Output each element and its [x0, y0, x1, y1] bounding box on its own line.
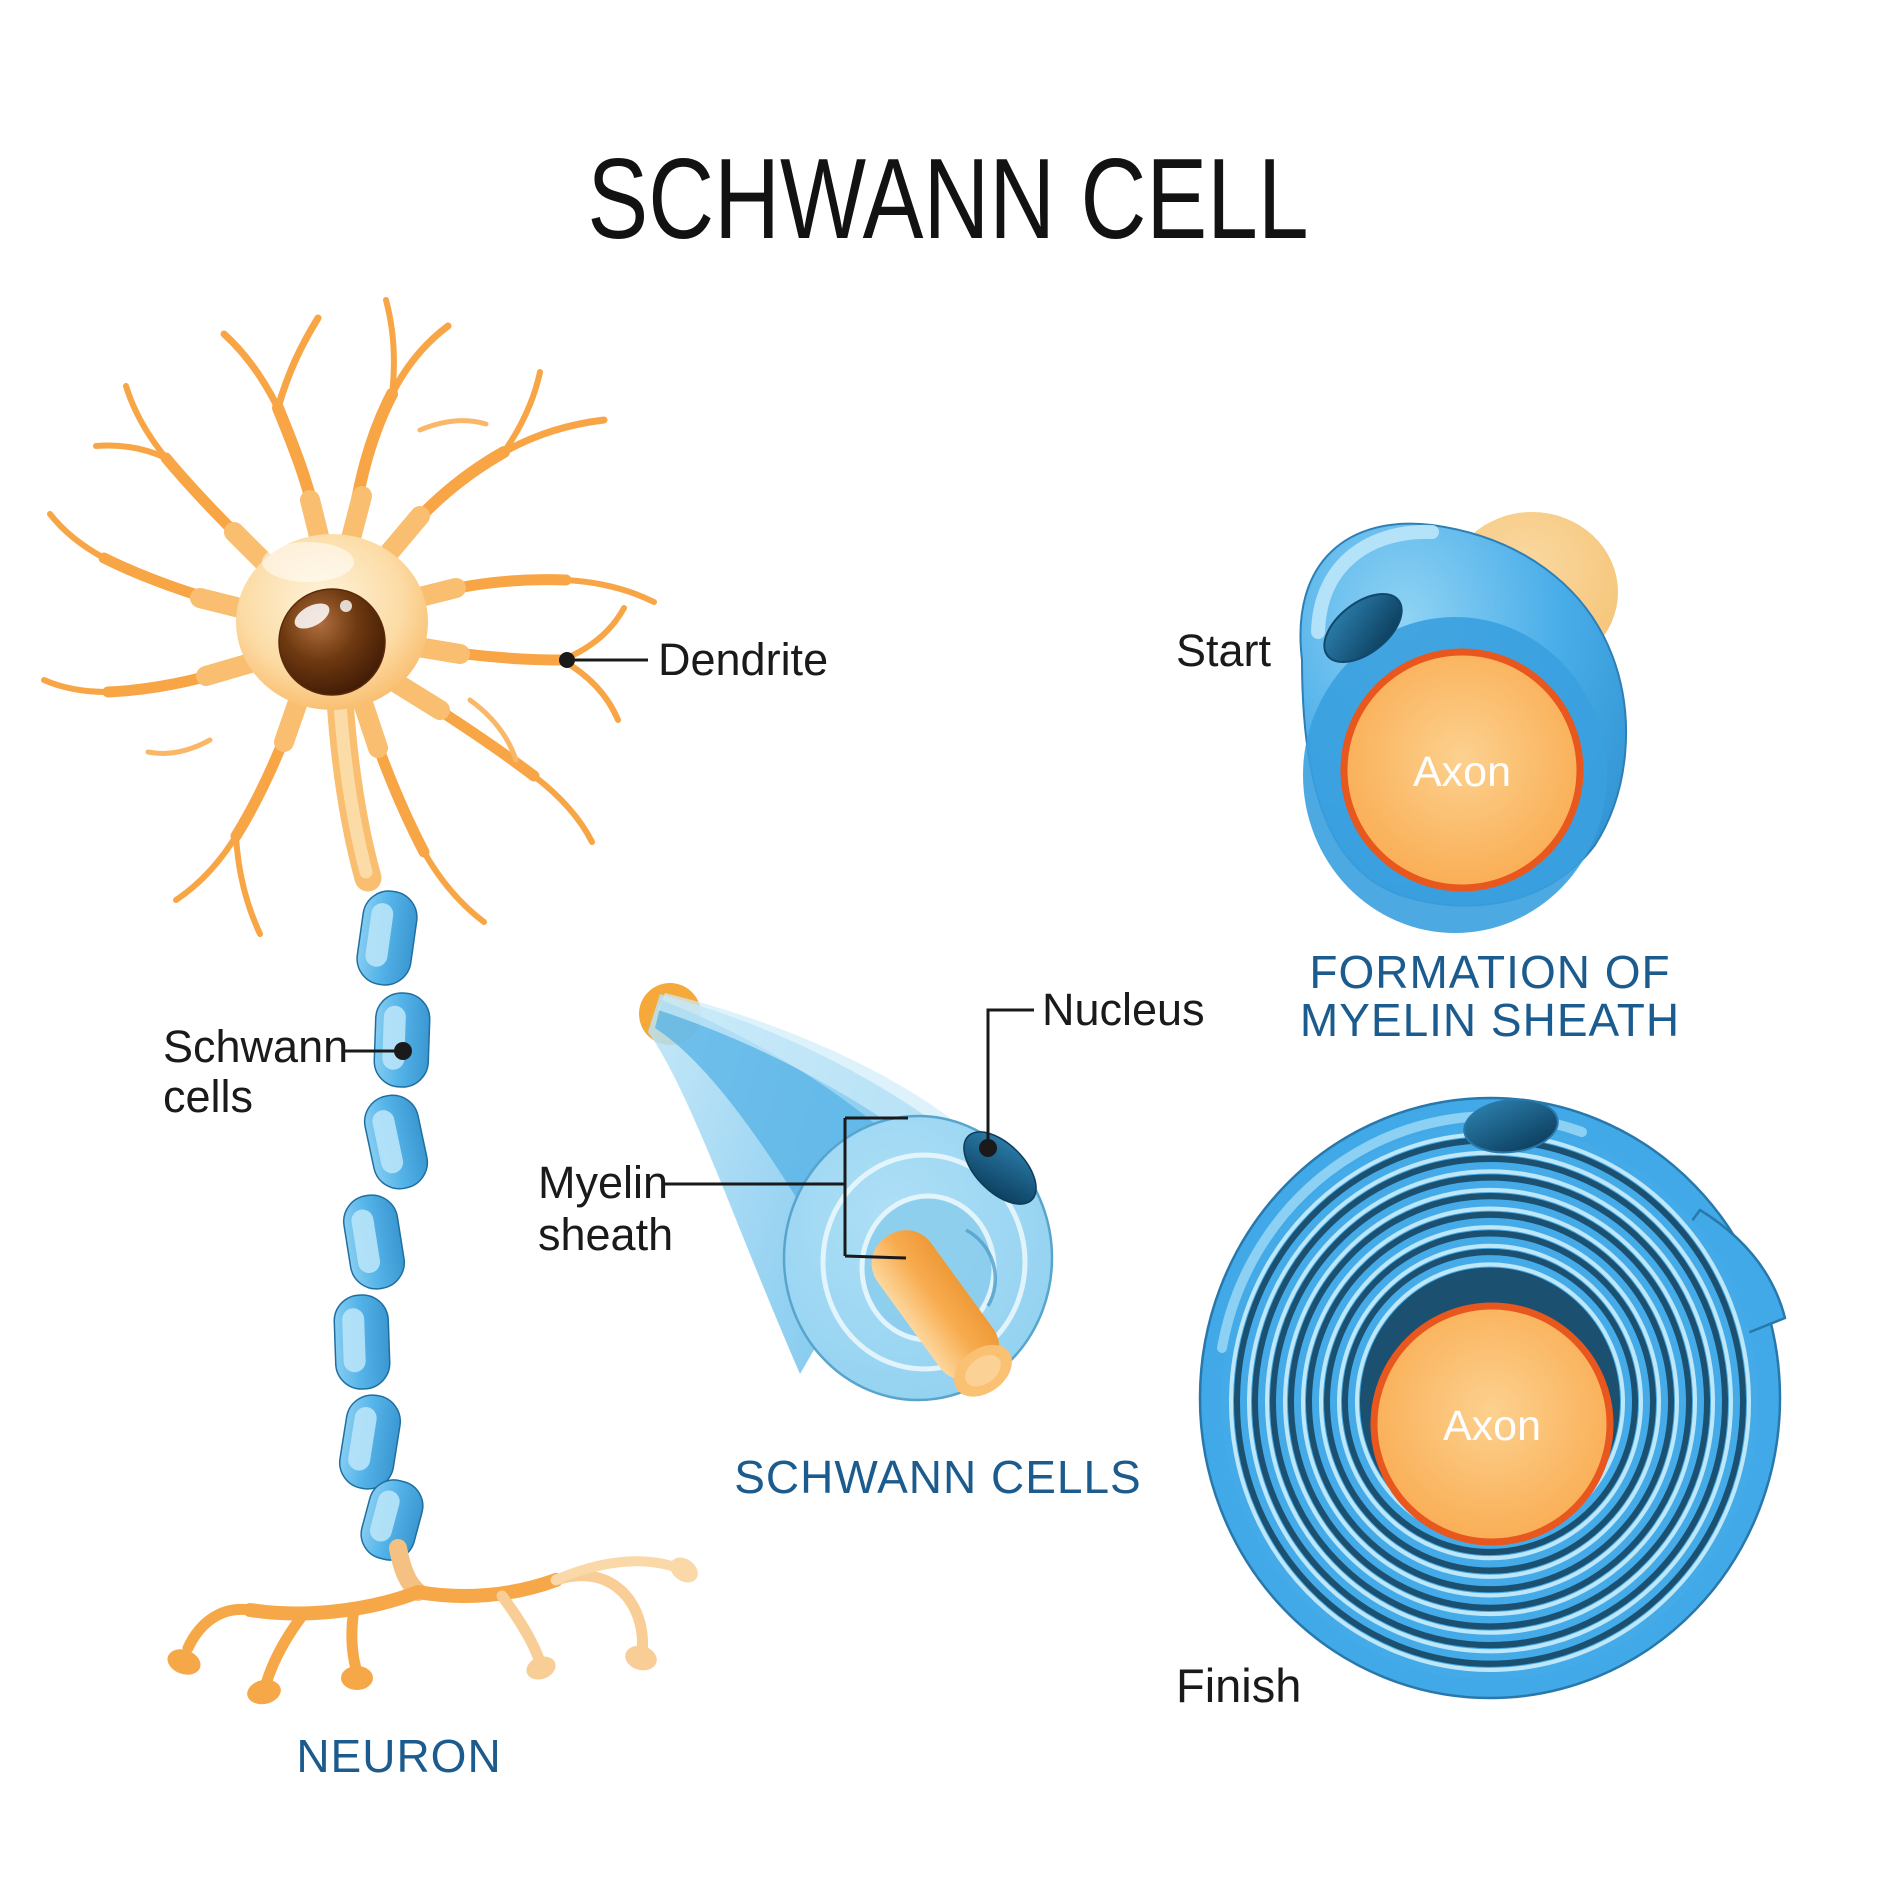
soma-gloss — [262, 542, 354, 582]
schwann-cells-caption: SCHWANN CELLS — [734, 1451, 1141, 1503]
neuron-nucleus-gloss-dot — [340, 600, 352, 612]
formation-caption-line2: MYELIN SHEATH — [1300, 994, 1680, 1046]
schwann-cells-label-line2: cells — [163, 1071, 253, 1122]
dendrite-label: Dendrite — [658, 634, 828, 685]
myelin-sheath-label-line1: Myelin — [538, 1157, 668, 1208]
axon-hillock-highlight — [333, 697, 373, 879]
formation-caption-line1: FORMATION OF — [1309, 946, 1670, 998]
schwann-cells-label-line1: Schwann — [163, 1021, 348, 1072]
start-nucleus-icon — [1323, 593, 1403, 663]
neuron-nucleus-gloss — [294, 603, 330, 629]
finish-axon-label: Axon — [1443, 1402, 1541, 1450]
neuron-caption: NEURON — [296, 1730, 501, 1782]
page-title: SCHWANN CELL — [587, 135, 1308, 262]
finish-label: Finish — [1176, 1659, 1301, 1712]
nucleus-label: Nucleus — [1042, 984, 1205, 1035]
start-cell-rim-highlight — [1311, 524, 1439, 639]
dendrite-callout: Dendrite — [559, 634, 828, 685]
neuron-figure: Dendrite Schwann cells NEURON — [41, 297, 828, 1782]
start-axon-icon — [1340, 648, 1584, 892]
axon-terminals-icon — [167, 1539, 698, 1705]
myelin-spiral-arc — [965, 1228, 998, 1307]
finish-axon-icon — [1370, 1302, 1614, 1546]
formation-finish-figure: Axon Finish — [1176, 1096, 1787, 1712]
myelin-sheath-callout: Myelin sheath — [538, 1116, 908, 1260]
myelin-sheath-label-line2: sheath — [538, 1209, 673, 1260]
axon-cylinder-icon — [871, 1230, 1012, 1397]
schwann-cell-figure: Nucleus Myelin sheath SCHWANN CELLS — [538, 983, 1205, 1503]
nucleus-callout: Nucleus — [979, 984, 1205, 1157]
schwann-cells-callout: Schwann cells — [163, 1021, 412, 1122]
myelin-ring-outer — [820, 1152, 1028, 1372]
schwann-cone-highlight — [658, 993, 950, 1153]
finish-nucleus-icon — [1463, 1098, 1559, 1154]
neuron-nucleus-icon — [278, 588, 386, 696]
formation-start-figure: Axon Start FORMATION OF MYELIN SHEATH — [1176, 512, 1680, 1046]
start-label: Start — [1176, 625, 1272, 676]
start-axon-label: Axon — [1413, 748, 1511, 796]
schwann-cell-segments — [333, 890, 431, 1561]
